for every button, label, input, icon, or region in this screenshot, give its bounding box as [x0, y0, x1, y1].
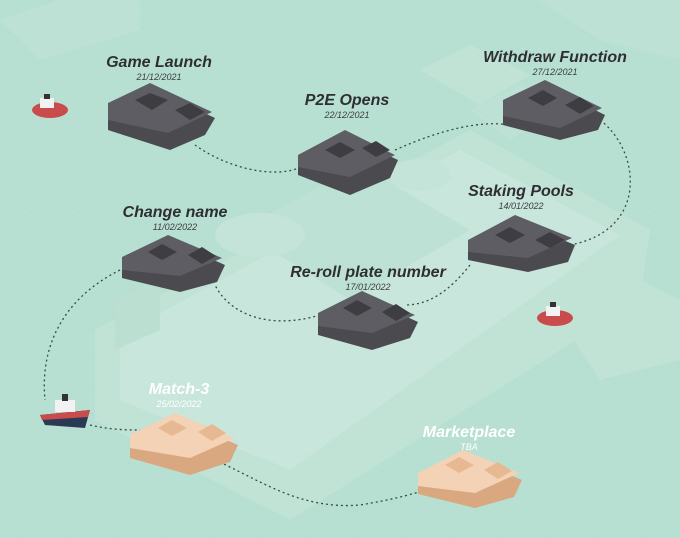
milestone-date: 14/01/2022 [498, 201, 544, 211]
milestone-title: Staking Pools [468, 183, 574, 200]
island-match-3[interactable] [130, 413, 238, 475]
milestone-date: 21/12/2021 [136, 72, 182, 82]
milestone-p2e-opens[interactable]: P2E Opens 22/12/2021 [305, 93, 389, 120]
island-marketplace[interactable] [418, 450, 522, 508]
milestone-date: 11/02/2022 [152, 222, 198, 232]
island-withdraw-function[interactable] [503, 80, 605, 140]
milestone-date: 25/02/2022 [156, 399, 202, 409]
milestone-re-roll-plate-number[interactable]: Re-roll plate number 17/01/2022 [290, 265, 446, 292]
milestone-title: Marketplace [422, 424, 516, 441]
milestone-date: TBA [460, 442, 478, 452]
milestone-game-launch[interactable]: Game Launch 21/12/2021 [106, 55, 212, 82]
milestone-title: Game Launch [106, 54, 212, 71]
ship-icon [40, 394, 90, 428]
milestone-match-3[interactable]: Match-3 25/02/2022 [149, 382, 209, 409]
milestone-change-name[interactable]: Change name 11/02/2022 [123, 205, 228, 232]
tugboat-icon [32, 94, 68, 118]
island-p2e-opens[interactable] [298, 130, 398, 195]
milestone-withdraw-function[interactable]: Withdraw Function 27/12/2021 [483, 50, 627, 77]
milestone-title: Change name [122, 204, 228, 221]
milestone-date: 17/01/2022 [345, 282, 391, 292]
island-game-launch[interactable] [108, 83, 215, 150]
island-staking-pools[interactable] [468, 215, 575, 272]
tugboat-icon [537, 302, 573, 326]
island-change-name[interactable] [122, 235, 225, 292]
milestone-title: Re-roll plate number [290, 264, 446, 281]
route-path [43, 119, 631, 507]
milestone-title: P2E Opens [304, 92, 390, 109]
milestone-marketplace[interactable]: Marketplace TBA [423, 425, 516, 452]
island-re-roll-plate-number[interactable] [318, 291, 418, 350]
milestone-staking-pools[interactable]: Staking Pools 14/01/2022 [468, 184, 574, 211]
milestone-date: 22/12/2021 [324, 110, 370, 120]
milestone-title: Match-3 [148, 381, 210, 398]
milestone-date: 27/12/2021 [532, 67, 578, 77]
milestone-title: Withdraw Function [483, 49, 627, 66]
